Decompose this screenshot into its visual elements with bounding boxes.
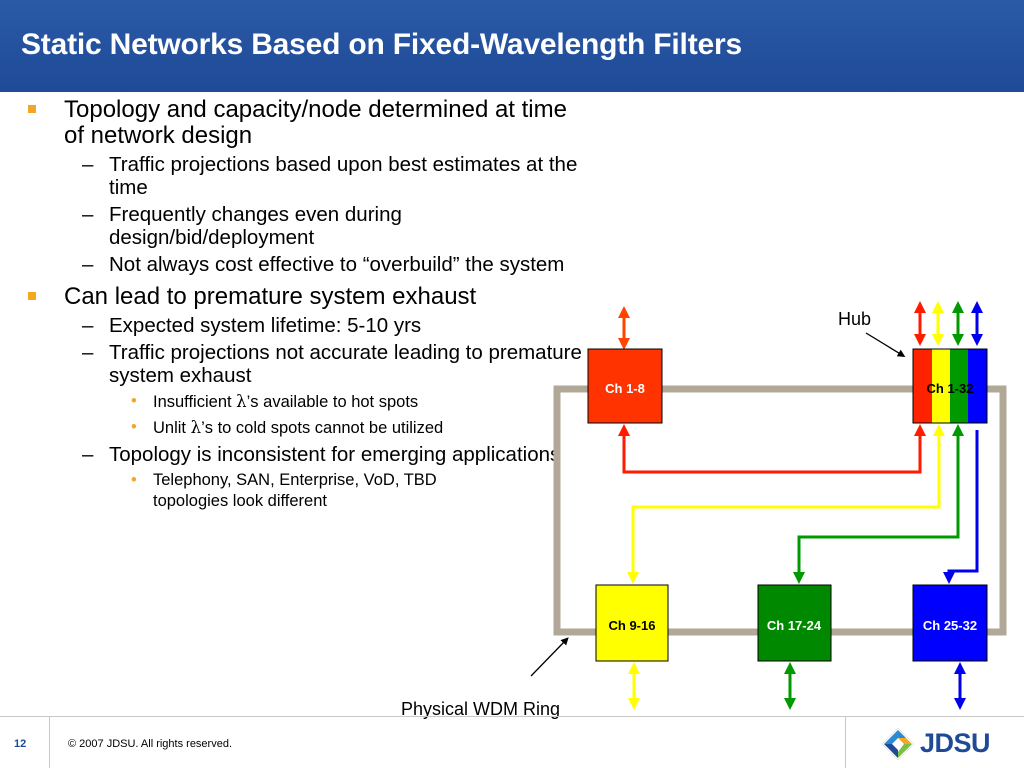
sub-bullet-item: – Not always cost effective to “overbuil… <box>28 253 588 276</box>
footer-separator <box>49 716 50 768</box>
node-ch9-16-label: Ch 9-16 <box>609 618 656 633</box>
lambda-symbol: λ <box>190 418 202 437</box>
footer-separator <box>845 716 846 768</box>
dash-bullet-icon: – <box>82 314 94 337</box>
bullet-text-after: ’s to cold spots cannot be utilized <box>201 419 444 437</box>
yellow-path <box>627 424 945 584</box>
dash-bullet-icon: – <box>82 341 94 364</box>
node-ch25-32-label: Ch 25-32 <box>923 618 977 633</box>
bullet-text-after: ’s available to hot spots <box>246 393 419 411</box>
red-path <box>618 424 926 474</box>
sub-bullet-item: – Expected system lifetime: 5-10 yrs <box>28 314 588 337</box>
bullet-text: Expected system lifetime: 5-10 yrs <box>109 314 422 337</box>
bullet-text: Frequently changes even during design/bi… <box>109 203 402 249</box>
sub-sub-bullet-item: • Unlit λ’s to cold spots cannot be util… <box>28 417 588 439</box>
dash-bullet-icon: – <box>82 153 94 176</box>
hub-pointer-arrow <box>865 332 906 358</box>
sub-bullet-item: – Frequently changes even during design/… <box>28 203 588 249</box>
hub-label: Hub <box>838 309 871 329</box>
dash-bullet-icon: – <box>82 443 94 466</box>
bullet-text-before: Unlit <box>153 419 191 437</box>
hub-node <box>912 348 988 424</box>
sub-sub-bullet-item: • Telephony, SAN, Enterprise, VoD, TBD t… <box>28 470 443 512</box>
ring-pointer-arrow <box>530 637 569 677</box>
dot-bullet-icon: • <box>131 471 137 489</box>
bullet-item: Topology and capacity/node determined at… <box>28 97 588 149</box>
dot-bullet-icon: • <box>131 418 137 436</box>
title-bar: Static Networks Based on Fixed-Wavelengt… <box>0 0 1024 92</box>
dot-bullet-icon: • <box>131 392 137 410</box>
bullet-text-before: Insufficient <box>153 393 237 411</box>
hub-node-label: Ch 1-32 <box>927 381 974 396</box>
bullet-text: Topology and capacity/node determined at… <box>64 96 567 149</box>
lambda-symbol: λ <box>236 392 247 411</box>
bullet-text: Not always cost effective to “overbuild”… <box>109 253 565 276</box>
bullet-list: Topology and capacity/node determined at… <box>28 97 588 512</box>
jdsu-logo-icon <box>881 727 915 761</box>
bullet-text: Can lead to premature system exhaust <box>64 283 477 310</box>
sub-sub-bullet-item: • Insufficient λ’s available to hot spot… <box>28 391 588 413</box>
bullet-text: Traffic projections based upon best esti… <box>109 153 578 199</box>
ring-label: Physical WDM Ring <box>401 699 560 719</box>
bullet-text: Telephony, SAN, Enterprise, VoD, TBD top… <box>153 471 437 510</box>
bullet-text: Traffic projections not accurate leading… <box>109 341 582 387</box>
node-ch9-16 <box>595 584 669 662</box>
node-ch17-24 <box>757 584 832 662</box>
node-ch17-24-label: Ch 17-24 <box>767 618 822 633</box>
blue-path <box>943 430 979 584</box>
green-path <box>793 424 964 584</box>
square-bullet-icon <box>28 105 36 113</box>
sub-bullet-item: – Topology is inconsistent for emerging … <box>28 443 588 466</box>
footer-divider <box>0 716 1024 717</box>
square-bullet-icon <box>28 292 36 300</box>
node-ch1-8 <box>587 348 663 424</box>
jdsu-logo-text: JDSU <box>920 728 991 758</box>
sub-bullet-item: – Traffic projections not accurate leadi… <box>28 341 588 387</box>
node-ch1-8-label: Ch 1-8 <box>605 381 645 396</box>
copyright-text: © 2007 JDSU. All rights reserved. <box>68 738 233 750</box>
page-number: 12 <box>14 738 27 750</box>
dash-bullet-icon: – <box>82 203 94 226</box>
bullet-item: Can lead to premature system exhaust <box>28 284 588 310</box>
bullet-text: Topology is inconsistent for emerging ap… <box>109 443 561 466</box>
node-ch25-32 <box>912 584 988 662</box>
slide-title: Static Networks Based on Fixed-Wavelengt… <box>21 28 742 61</box>
sub-bullet-item: – Traffic projections based upon best es… <box>28 153 588 199</box>
dash-bullet-icon: – <box>82 253 94 276</box>
